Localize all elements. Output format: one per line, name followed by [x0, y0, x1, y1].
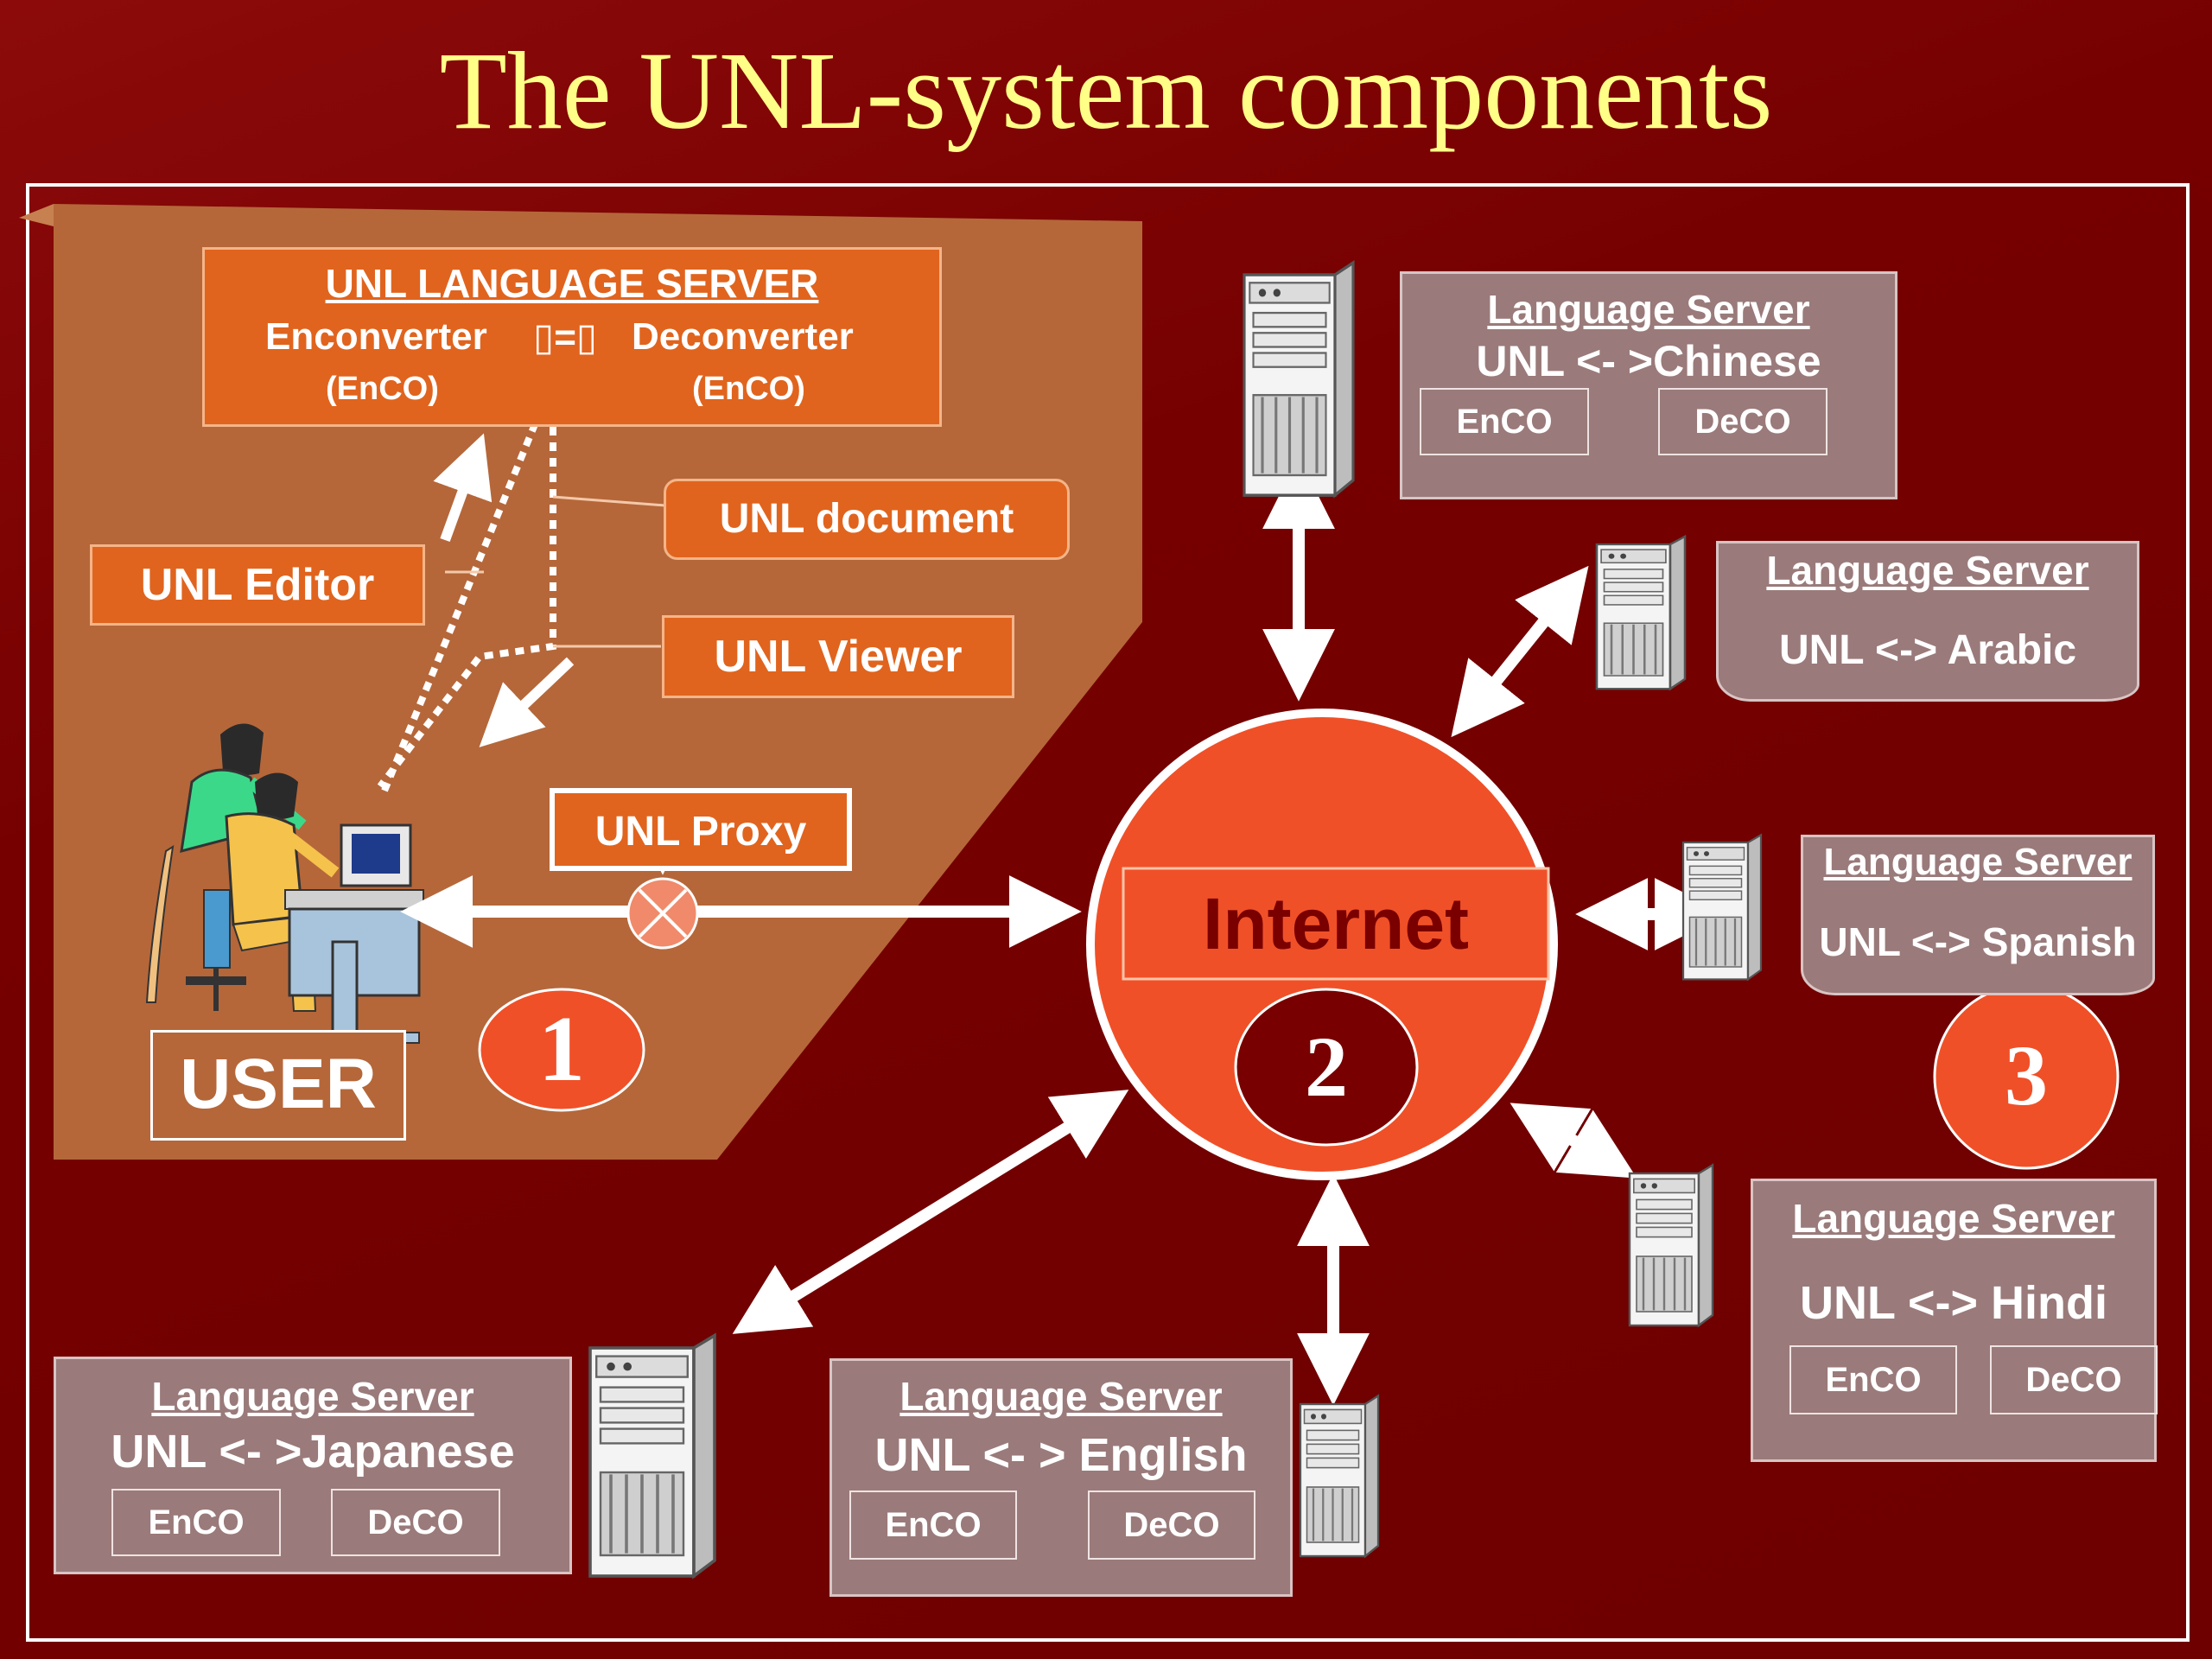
editor-flow-dotted-line	[381, 378, 556, 792]
language-server-heading: Language Server	[1792, 1196, 2115, 1241]
enco-box: EnCO	[849, 1491, 1017, 1560]
leader-line-document	[552, 495, 666, 507]
document-flow-dotted-line	[377, 380, 556, 789]
server-icon-english	[1299, 1395, 1380, 1558]
marker-1-circle	[478, 988, 645, 1112]
language-pair-label: UNL <- > English	[874, 1429, 1248, 1481]
deco-box: DeCO	[1088, 1491, 1255, 1560]
deco-box: DeCO	[1658, 388, 1827, 455]
deco-box: DeCO	[1990, 1345, 2158, 1414]
language-server-chinese: Language Server UNL <- >Chinese EnCO DeC…	[1400, 271, 1897, 499]
server-icon-chinese	[1243, 261, 1355, 497]
deco-box: DeCO	[331, 1489, 500, 1556]
unl-proxy-label: UNL Proxy	[550, 788, 852, 871]
enconverter-label: Enconverter	[265, 315, 487, 358]
language-server-spanish: Language Server UNL <-> Spanish	[1801, 835, 2155, 995]
user-label: USER	[150, 1030, 406, 1141]
language-server-hindi: Language Server UNL <-> Hindi EnCO DeCO	[1751, 1179, 2158, 1462]
language-pair-label: UNL <-> Hindi	[1799, 1277, 2108, 1329]
internet-label-box	[1122, 867, 1550, 981]
download-arrow	[479, 657, 575, 747]
user-workstation-illustration	[145, 723, 424, 1044]
slide-title: The UNL-system components	[439, 29, 1773, 152]
language-server-heading: Language Server	[1823, 841, 2133, 883]
arrow-japanese	[732, 1090, 1129, 1334]
language-server-heading: Language Server	[1487, 287, 1810, 332]
unl-viewer-label: UNL Viewer	[662, 615, 1014, 698]
enco-left-label: (EnCO)	[326, 371, 439, 407]
server-icon-hindi	[1628, 1164, 1714, 1327]
enco-box: EnCO	[1789, 1345, 1957, 1414]
language-server-heading: Language Server	[151, 1374, 474, 1419]
unl-document-label: UNL document	[664, 479, 1070, 560]
enco-right-label: (EnCO)	[692, 371, 805, 407]
language-server-heading: Language Server	[1766, 548, 2089, 593]
enco-box: EnCO	[1420, 388, 1589, 455]
language-server-arabic: Language Server UNL <-> Arabic	[1716, 541, 2139, 702]
marker-3: 3	[2005, 1027, 2048, 1123]
language-pair-label: UNL <- >Chinese	[1476, 337, 1821, 385]
diagram-frame	[26, 183, 2190, 1642]
marker-2-circle	[1234, 988, 1419, 1147]
unl-language-server-title: UNL LANGUAGE SERVER	[325, 261, 819, 306]
language-pair-label: UNL <-> Spanish	[1819, 919, 2137, 964]
arrow-arabic	[1451, 565, 1589, 738]
internet-label: Internet	[1202, 883, 1470, 964]
enco-box: EnCO	[111, 1489, 281, 1556]
upload-arrow	[433, 433, 493, 543]
exchange-glyph: ▯=▯	[533, 316, 598, 359]
deconverter-label: Deconverter	[632, 315, 854, 358]
server-icon-japanese	[588, 1333, 716, 1578]
server-icon-spanish	[1681, 834, 1763, 981]
arrow-hindi	[1510, 1103, 1637, 1179]
marker-1: 1	[538, 998, 585, 1101]
language-server-japanese: Language Server UNL <- >Japanese EnCO De…	[54, 1357, 572, 1574]
panel-fold	[19, 204, 54, 226]
language-server-heading: Language Server	[899, 1374, 1223, 1419]
language-pair-label: UNL <-> Arabic	[1778, 627, 2077, 673]
unl-editor-label: UNL Editor	[90, 544, 425, 626]
language-server-english: Language Server UNL <- > English EnCO De…	[830, 1358, 1293, 1597]
language-pair-label: UNL <- >Japanese	[111, 1426, 515, 1478]
unl-language-server-box: UNL LANGUAGE SERVER Enconverter ▯=▯ Deco…	[202, 247, 942, 427]
server-icon-arabic	[1595, 535, 1687, 690]
proxy-filter-icon	[626, 877, 699, 950]
marker-2: 2	[1305, 1019, 1348, 1115]
